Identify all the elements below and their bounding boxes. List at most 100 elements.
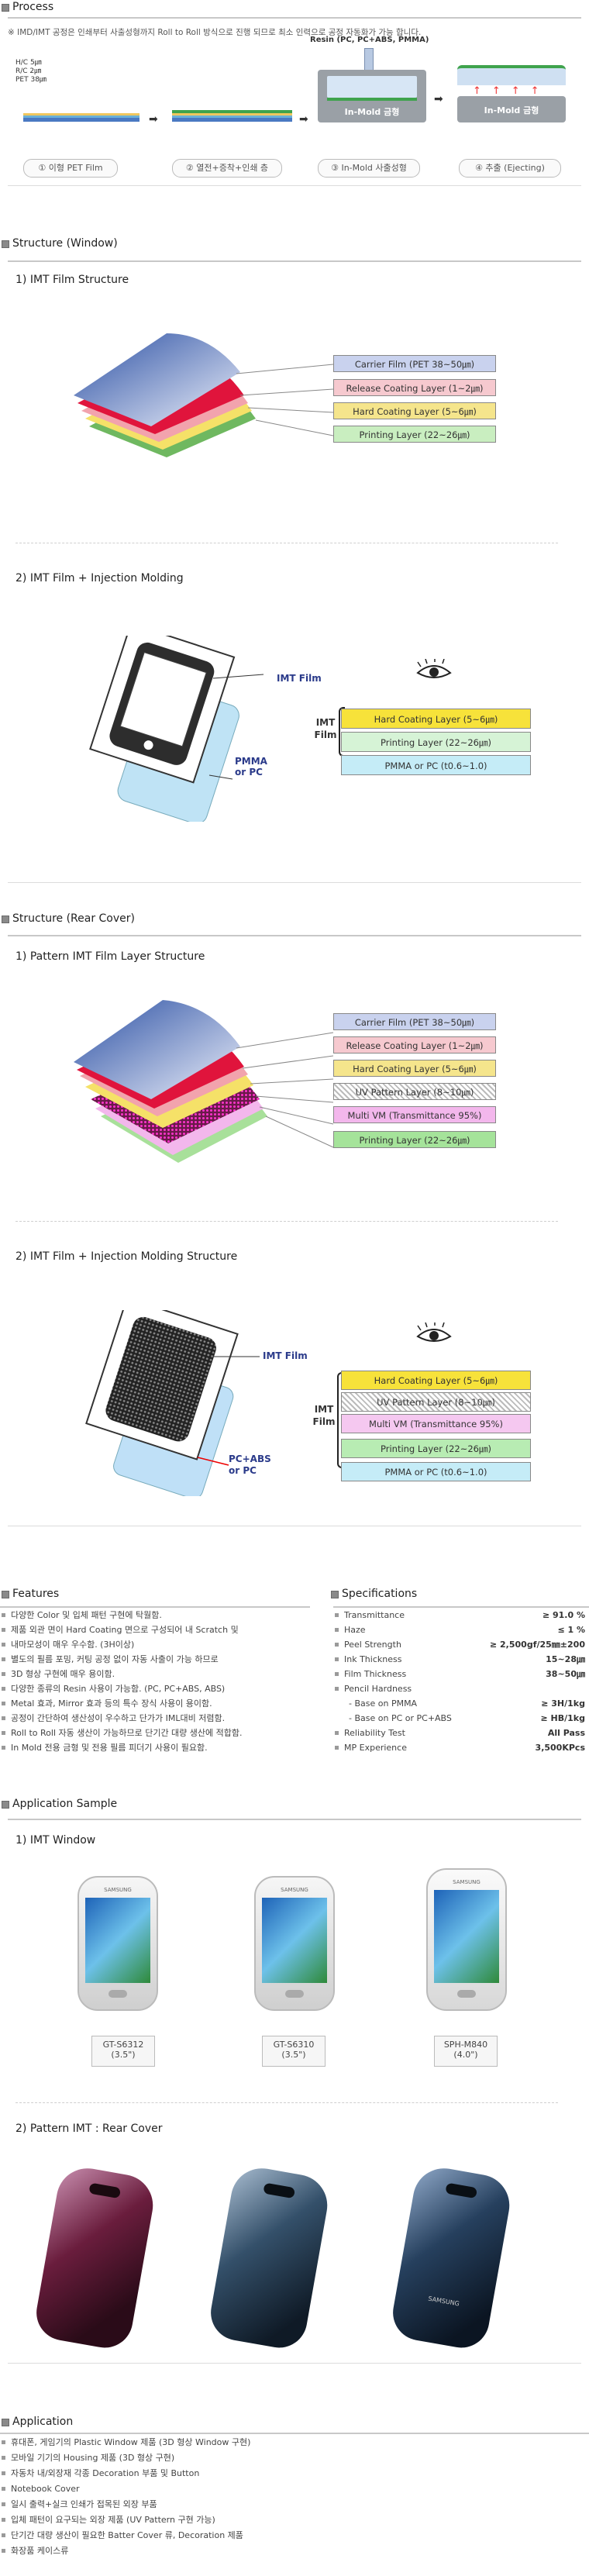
eye-icon <box>416 1322 452 1342</box>
features-list: 다양한 Color 및 입체 패턴 구현에 탁월함. 제품 외관 면이 Hard… <box>0 1608 326 1755</box>
home-button-icon <box>285 1990 304 1998</box>
rear-mold-layer-multi-vm: Multi VM (Transmittance 95%) <box>341 1414 531 1433</box>
spec-label: Pencil Hardness <box>344 1684 412 1694</box>
rear-film-label: IMT Film <box>263 1350 308 1361</box>
spec-item: Peel Strength ≥ 2,500gf/25㎜±200 <box>333 1637 585 1652</box>
spec-value: ≤ 1 % <box>557 1625 585 1635</box>
window-group-label: IMT Film <box>314 717 337 740</box>
phone-screen <box>434 1890 499 1983</box>
spec-value: 38~50㎛ <box>546 1669 585 1679</box>
spec-label: - Base on PC or PC+ABS <box>349 1713 452 1723</box>
spec-value: ≥ HB/1kg <box>540 1713 586 1723</box>
process-section-header: Process <box>0 0 589 16</box>
spec-label: Peel Strength <box>344 1640 401 1650</box>
mold-illustration: In-Mold 금형 <box>318 70 426 122</box>
window-substrate-label: PMMA or PC <box>235 756 267 778</box>
spec-item: - Base on PMMA ≥ 3H/1kg <box>333 1696 585 1711</box>
feature-item: 다양한 종류의 Resin 사용이 가능함. (PC, PC+ABS, ABS) <box>0 1681 326 1696</box>
specs-rule <box>333 1606 589 1608</box>
phone-model: GT-S6312 <box>102 2040 144 2050</box>
phone-size: (4.0") <box>453 2050 478 2060</box>
pattern-rear-cover-title: 2) Pattern IMT : Rear Cover <box>16 2123 163 2135</box>
spec-label: - Base on PMMA <box>349 1698 418 1709</box>
section-bullet-icon <box>2 2419 9 2426</box>
pattern-film-structure-title: 1) Pattern IMT Film Layer Structure <box>16 950 205 963</box>
phone-brand: SAMSUNG <box>281 1887 308 1893</box>
rear-mold-layer-hard-coating: Hard Coating Layer (5~6㎛) <box>341 1371 531 1390</box>
window-film-label: IMT Film <box>277 673 322 684</box>
process-step-1: ① 이형 PET Film <box>23 159 118 178</box>
window-layer-printing: Printing Layer (22~26㎛) <box>333 426 496 443</box>
feature-item: In Mold 전용 금형 및 전용 필름 피더기 사용이 필요함. <box>0 1740 326 1755</box>
feature-item: Roll to Roll 자동 생산이 가능하므로 단기간 대량 생산에 적합함… <box>0 1726 326 1740</box>
application-title: Application <box>12 2416 74 2428</box>
rear-layer-carrier: Carrier Film (PET 38~50㎛) <box>333 1013 496 1030</box>
application-list: 휴대폰, 게임기의 Plastic Window 제품 (3D 형상 Windo… <box>0 2435 589 2559</box>
pattern-film-structure-illustration <box>74 1000 334 1163</box>
process-panel: ※ IMD/IMT 공정은 인쇄부터 사출성형까지 Roll to Roll 방… <box>8 17 581 186</box>
resin-label: Resin (PC, PC+ABS, PMMA) <box>310 36 429 44</box>
arrow-right-icon: ➡ <box>434 93 443 105</box>
process-title: Process <box>12 1 54 13</box>
rear-section-header: Structure (Rear Cover) <box>0 912 589 927</box>
mold-label: In-Mold 금형 <box>484 105 539 116</box>
phone-caption-3: SPH-M840 (4.0") <box>434 2036 498 2067</box>
window-layer-hard-coating: Hard Coating Layer (5~6㎛) <box>333 402 496 419</box>
features-rule <box>0 1606 310 1608</box>
application-item: 자동차 내/외장재 각종 Decoration 부품 및 Button <box>0 2466 589 2481</box>
phone-screen <box>85 1898 150 1983</box>
feature-item-continued: 3D 형상 구현에 매우 용이함. <box>0 1667 326 1681</box>
phone-sample-2: SAMSUNG <box>254 1876 335 2011</box>
cover-brand: SAMSUNG <box>427 2295 460 2308</box>
phone-caption-2: GT-S6310 (3.5") <box>262 2036 326 2067</box>
window-section-header: Structure (Window) <box>0 236 589 252</box>
film-layer-labels: H/C 5㎛ R/C 2㎛ PET 38㎛ <box>16 59 46 84</box>
pattern-molding-title: 2) IMT Film + Injection Molding Structur… <box>16 1250 238 1263</box>
phone-model: SPH-M840 <box>443 2040 488 2050</box>
rear-mold-layer-uv-pattern: UV Pattern Layer (8~10㎛) <box>341 1392 531 1412</box>
phone-brand: SAMSUNG <box>104 1887 132 1893</box>
imt-film-structure-title: 1) IMT Film Structure <box>16 274 129 286</box>
feature-item-continued: 내마모성이 매우 우수함. (3H이상) <box>0 1637 326 1652</box>
application-item: Notebook Cover <box>0 2481 589 2497</box>
eye-icon <box>416 659 452 678</box>
eject-arrows-icon: ↑↑↑↑ <box>473 85 550 97</box>
spec-item: Transmittance≥ 91.0 % <box>333 1608 585 1623</box>
application-item: 일시 출력+실크 인쇄가 접목된 외장 부품 <box>0 2497 589 2512</box>
mold-bottom-illustration: In-Mold 금형 <box>457 96 566 122</box>
rear-mold-layer-substrate: PMMA or PC (t0.6~1.0) <box>341 1462 531 1481</box>
spec-label: MP Experience <box>344 1743 407 1753</box>
bracket <box>337 1372 343 1468</box>
specs-section-header: Specifications <box>329 1587 585 1602</box>
feature-item: 별도의 필름 포밍, 커팅 공정 없이 자동 사출이 가능 하므로 <box>0 1652 326 1667</box>
spec-item: Haze≤ 1 % <box>333 1623 585 1637</box>
phone-size: (3.5") <box>281 2050 306 2060</box>
process-step-2: ② 열전+증착+인쇄 층 <box>172 159 282 178</box>
app-sample-section-header: Application Sample <box>0 1797 589 1812</box>
application-section-header: Application <box>0 2415 589 2430</box>
phone-sample-1: SAMSUNG <box>78 1876 158 2011</box>
rear-layer-release: Release Coating Layer (1~2㎛) <box>333 1036 496 1054</box>
section-bullet-icon <box>331 1591 339 1598</box>
window-mold-layer-printing: Printing Layer (22~26㎛) <box>341 732 531 752</box>
feature-item: Metal 효과, Mirror 효과 등의 특수 장식 사용이 용이함. <box>0 1696 326 1711</box>
rear-substrate-label-1: PC+ABS <box>229 1454 271 1464</box>
spec-value: ≥ 3H/1kg <box>541 1698 585 1709</box>
features-title: Features <box>12 1588 60 1600</box>
rear-layer-multi-vm: Multi VM (Transmittance 95%) <box>333 1106 496 1123</box>
spec-value: 3,500KPcs <box>535 1743 585 1753</box>
section-bullet-icon <box>2 916 9 923</box>
rear-group-label: IMT Film <box>312 1404 336 1427</box>
pattern-molding-illustration <box>85 1310 260 1496</box>
spec-value: ≥ 2,500gf/25㎜±200 <box>489 1640 585 1650</box>
molding-phone-illustration <box>89 636 264 822</box>
printed-film-illustration <box>172 110 292 122</box>
arrow-right-icon: ➡ <box>149 113 158 126</box>
rear-substrate-label: PC+ABS or PC <box>229 1454 271 1477</box>
application-item: 단기간 대량 생산이 필요한 Batter Cover 류, Decoratio… <box>0 2528 589 2543</box>
features-section-header: Features <box>0 1587 294 1602</box>
section-bullet-icon <box>2 1801 9 1809</box>
